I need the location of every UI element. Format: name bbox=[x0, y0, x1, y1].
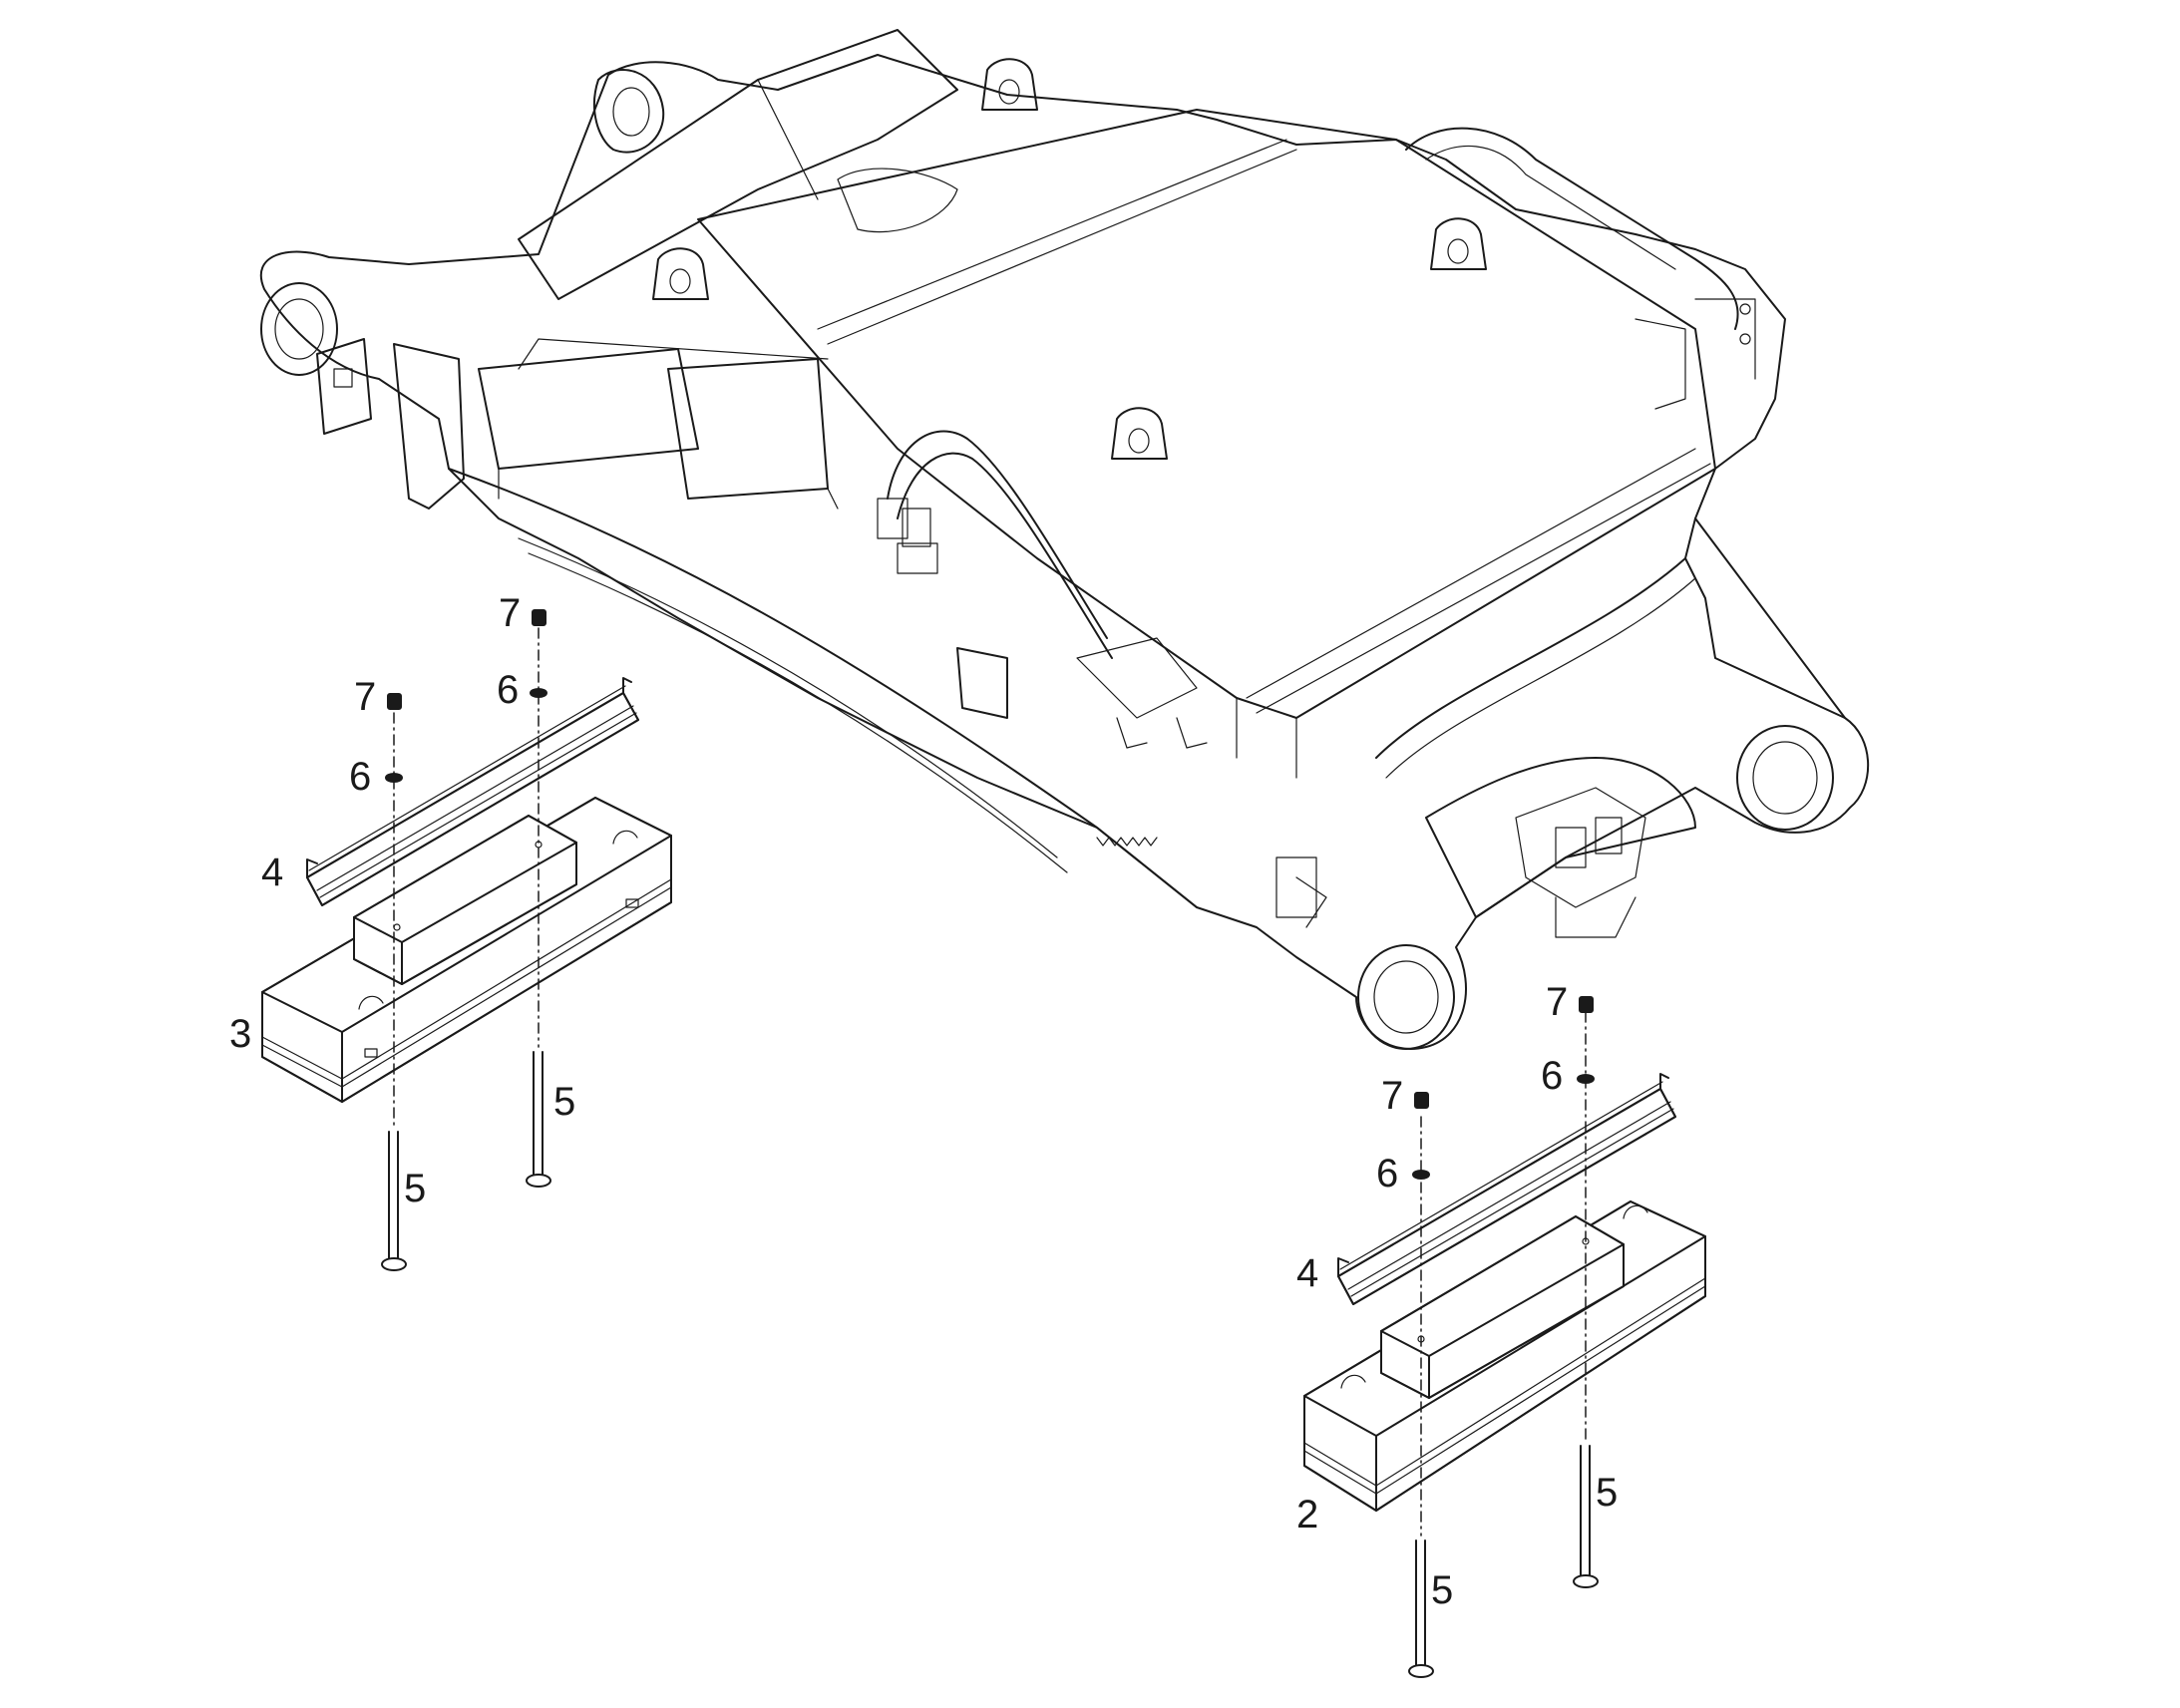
channel-4-right bbox=[1337, 1073, 1676, 1305]
boom-top-plate bbox=[697, 109, 1716, 719]
washer-6-right-b bbox=[1577, 1074, 1595, 1084]
callout-6-left-b: 6 bbox=[497, 668, 519, 712]
callout-labels: 3 4 5 5 6 6 7 7 2 4 5 5 6 6 7 7 bbox=[229, 591, 1618, 1612]
channel-4-left bbox=[306, 677, 639, 906]
left-counterweight-stack bbox=[261, 609, 672, 1271]
side-box-a bbox=[478, 348, 699, 470]
nut-7-right-a bbox=[1414, 1092, 1429, 1109]
washer-6-left-b bbox=[530, 688, 547, 698]
nut-7-left-b bbox=[532, 609, 546, 626]
callout-7-right-a: 7 bbox=[1381, 1074, 1403, 1118]
boom-side-web bbox=[448, 468, 1198, 908]
callout-6-left-a: 6 bbox=[349, 755, 371, 799]
callout-5-left-a: 5 bbox=[404, 1167, 426, 1210]
hydraulic-pipe-a bbox=[887, 430, 1108, 639]
callout-4-left: 4 bbox=[261, 851, 283, 894]
counterweight-block-2 bbox=[1303, 1200, 1706, 1512]
front-fork-inner bbox=[1375, 557, 1686, 759]
bolt-5-right-b bbox=[1573, 1445, 1599, 1588]
left-rear-pivot bbox=[260, 282, 338, 376]
callout-5-right-a: 5 bbox=[1431, 1568, 1453, 1612]
bolt-5-right-a bbox=[1408, 1539, 1434, 1678]
boom-outline bbox=[259, 54, 1870, 1050]
lifting-eye-2 bbox=[652, 247, 709, 300]
left-mount-bracket bbox=[316, 338, 372, 435]
callout-7-left-b: 7 bbox=[499, 591, 521, 635]
lifting-eye-5 bbox=[956, 647, 1008, 719]
nut-7-left-a bbox=[387, 693, 402, 710]
callout-6-right-b: 6 bbox=[1541, 1054, 1563, 1098]
front-fork-right-leg bbox=[1694, 517, 1846, 719]
boom-cover-hood bbox=[518, 29, 958, 300]
callout-2: 2 bbox=[1296, 1493, 1318, 1537]
side-box-b bbox=[667, 358, 829, 500]
right-handrail bbox=[1405, 127, 1739, 330]
front-fork-cavity bbox=[1425, 757, 1696, 918]
callout-5-right-b: 5 bbox=[1596, 1471, 1618, 1515]
counterweight-top-block-right bbox=[1380, 1215, 1625, 1399]
callout-7-left-a: 7 bbox=[354, 675, 376, 719]
washer-6-right-a bbox=[1412, 1170, 1430, 1180]
washer-6-left-a bbox=[385, 773, 403, 783]
bolt-5-left-b bbox=[526, 1051, 551, 1188]
front-right-pivot bbox=[1736, 725, 1834, 831]
lifting-eye-1 bbox=[981, 58, 1038, 111]
lifting-eye-3 bbox=[1111, 407, 1168, 460]
right-counterweight-stack bbox=[1303, 996, 1706, 1678]
callout-4-right: 4 bbox=[1296, 1251, 1318, 1295]
callout-5-left-b: 5 bbox=[553, 1080, 575, 1124]
callout-3: 3 bbox=[229, 1012, 251, 1056]
hydraulic-pipe-b bbox=[897, 452, 1113, 659]
nut-7-right-b bbox=[1579, 996, 1594, 1013]
boom-assembly bbox=[259, 29, 1870, 1050]
callout-7-right-b: 7 bbox=[1546, 980, 1568, 1024]
counterweight-block-3 bbox=[261, 797, 672, 1103]
bolt-5-left-a bbox=[381, 1131, 407, 1271]
front-left-pivot bbox=[1357, 944, 1455, 1050]
counterweight-top-block-left bbox=[353, 815, 577, 985]
lifting-eye-4 bbox=[1430, 217, 1487, 270]
callout-6-right-a: 6 bbox=[1376, 1152, 1398, 1196]
